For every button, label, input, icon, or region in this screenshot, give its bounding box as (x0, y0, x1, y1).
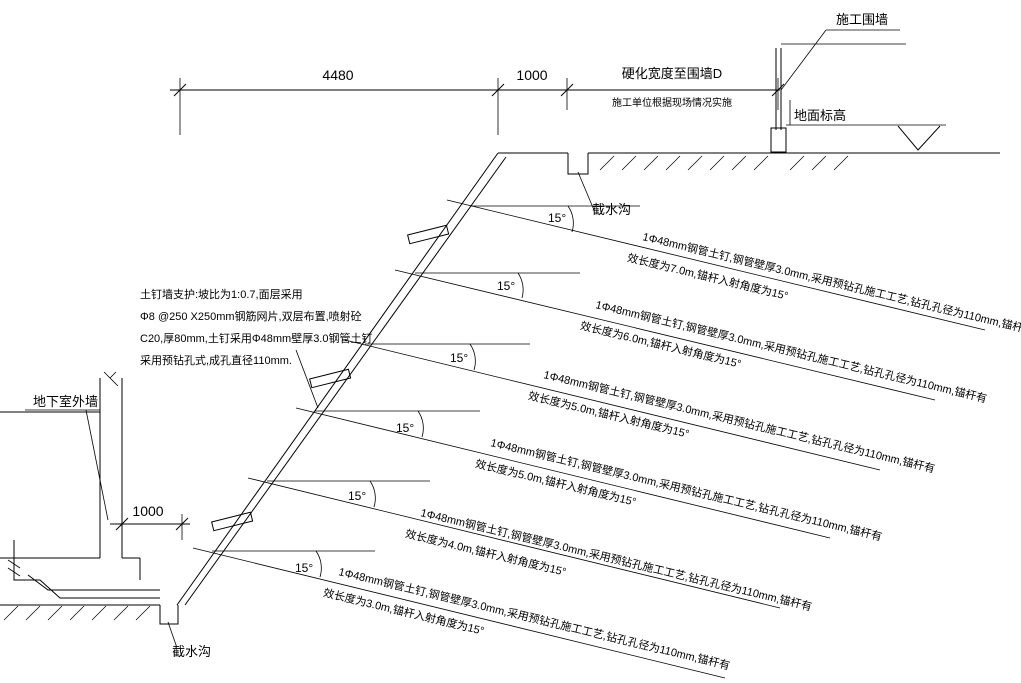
bottom-ground (0, 604, 179, 625)
construction-wall (770, 29, 906, 153)
svg-text:Φ8 @250 X250mm钢筋网片,双层布置,喷射砼: Φ8 @250 X250mm钢筋网片,双层布置,喷射砼 (140, 309, 362, 323)
svg-text:采用预钻孔式,成孔直径110mm.: 采用预钻孔式,成孔直径110mm. (140, 353, 292, 367)
soil-nail-5 (247, 477, 781, 609)
svg-text:1Φ48mm钢管土钉,钢管壁厚3.0mm,采用预钻孔施工工艺: 1Φ48mm钢管土钉,钢管壁厚3.0mm,采用预钻孔施工工艺,钻孔孔径为110m… (489, 435, 883, 543)
ground-level-symbol (786, 100, 946, 151)
dimension-4480: 4480 (322, 67, 353, 83)
angle-label-1: 15° (548, 211, 566, 225)
top-ground (498, 152, 1000, 175)
soil-nail-3 (344, 339, 881, 471)
top-dimension-line (170, 78, 785, 135)
angle-label-2: 15° (497, 279, 515, 293)
svg-text:1Φ48mm钢管土钉,钢管壁厚3.0mm,采用预钻孔施工工艺: 1Φ48mm钢管土钉,钢管壁厚3.0mm,采用预钻孔施工工艺,钻孔孔径为110m… (641, 229, 1021, 337)
angle-label-4: 15° (396, 421, 414, 435)
nail-note-3: 1Φ48mm钢管土钉,钢管壁厚3.0mm,采用预钻孔施工工艺,钻孔孔径为110m… (527, 367, 937, 475)
drain-bottom-leader (167, 621, 177, 646)
svg-text:1Φ48mm钢管土钉,钢管壁厚3.0mm,采用预钻孔施工工艺: 1Φ48mm钢管土钉,钢管壁厚3.0mm,采用预钻孔施工工艺,钻孔孔径为110m… (594, 297, 988, 405)
svg-text:1Φ48mm钢管土钉,钢管壁厚3.0mm,采用预钻孔施工工艺: 1Φ48mm钢管土钉,钢管壁厚3.0mm,采用预钻孔施工工艺,钻孔孔径为110m… (542, 367, 936, 475)
svg-text:土钉墙支护:坡比为1:0.7,面层采用: 土钉墙支护:坡比为1:0.7,面层采用 (140, 287, 303, 301)
svg-text:1Φ48mm钢管土钉,钢管壁厚3.0mm,采用预钻孔施工工艺: 1Φ48mm钢管土钉,钢管壁厚3.0mm,采用预钻孔施工工艺,钻孔孔径为110m… (337, 564, 731, 672)
drain-top-leader (577, 171, 595, 211)
support-note: 土钉墙支护:坡比为1:0.7,面层采用 Φ8 @250 X250mm钢筋网片,双… (140, 287, 372, 409)
basement-wall-label: 地下室外墙 (33, 394, 98, 409)
soil-nail-1 (446, 199, 986, 331)
nail-note-1: 1Φ48mm钢管土钉,钢管壁厚3.0mm,采用预钻孔施工工艺,钻孔孔径为110m… (626, 229, 1021, 337)
nail-note-2: 1Φ48mm钢管土钉,钢管壁厚3.0mm,采用预钻孔施工工艺,钻孔孔径为110m… (579, 297, 989, 405)
hardening-width-note: 施工单位根据现场情况实施 (612, 96, 732, 109)
hardening-width-label: 硬化宽度至围墙D (622, 66, 722, 81)
drain-bottom-label: 截水沟 (172, 644, 211, 659)
nail-plates (211, 224, 450, 532)
angle-label-5: 15° (348, 489, 366, 503)
drain-top-label: 截水沟 (592, 202, 631, 217)
angle-label-3: 15° (450, 351, 468, 365)
slope-face (176, 152, 507, 606)
construction-wall-label: 施工围墙 (836, 12, 888, 27)
svg-text:1Φ48mm钢管土钉,钢管壁厚3.0mm,采用预钻孔施工工艺: 1Φ48mm钢管土钉,钢管壁厚3.0mm,采用预钻孔施工工艺,钻孔孔径为110m… (419, 505, 813, 613)
soil-nail-4 (295, 407, 831, 539)
angle-label-6: 15° (295, 561, 313, 575)
basement-wall (0, 371, 160, 599)
ground-level-label: 地面标高 (794, 108, 846, 123)
soil-nail-6 (192, 547, 726, 679)
soil-nail-2 (394, 269, 936, 401)
dimension-1000-bottom: 1000 (132, 503, 163, 519)
svg-text:C20,厚80mm,土钉采用Φ48mm壁厚3.0钢管土钉: C20,厚80mm,土钉采用Φ48mm壁厚3.0钢管土钉 (140, 331, 372, 345)
nail-note-5: 1Φ48mm钢管土钉,钢管壁厚3.0mm,采用预钻孔施工工艺,钻孔孔径为110m… (404, 505, 814, 613)
soil-nails: 15° 15° 15° 15° 15° 15° (192, 199, 986, 679)
bottom-dimension-line (110, 514, 190, 540)
dimension-1000-top: 1000 (516, 67, 547, 83)
